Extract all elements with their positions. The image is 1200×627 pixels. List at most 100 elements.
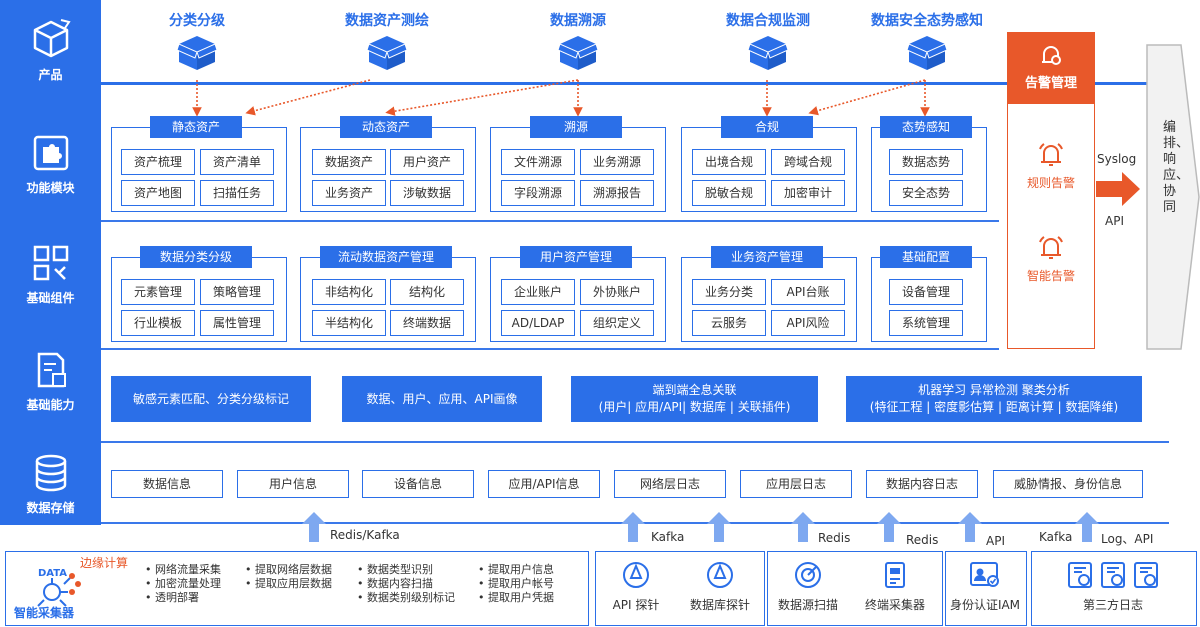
- capability-line: 敏感元素匹配、分类分级标记: [132, 391, 289, 406]
- module-item[interactable]: 脱敏合规: [692, 180, 766, 206]
- up-arrow-icon: [1075, 512, 1099, 542]
- storage-item[interactable]: 网络层日志: [614, 470, 726, 498]
- component-item[interactable]: 系统管理: [889, 310, 963, 336]
- component-item[interactable]: 组织定义: [580, 310, 654, 336]
- alarm-smart[interactable]: 智能告警: [1007, 233, 1095, 284]
- source-label: 数据库探针: [689, 598, 750, 612]
- storage-item[interactable]: 用户信息: [237, 470, 349, 498]
- module-item[interactable]: 业务资产: [312, 180, 386, 206]
- layer-sidebar: 产品 功能模块 基础组件 基础能力 数据存储: [0, 0, 101, 525]
- capability-line: 端到端全息关联: [652, 383, 737, 397]
- storage-item[interactable]: 数据内容日志: [866, 470, 978, 498]
- component-item[interactable]: 半结构化: [312, 310, 386, 336]
- module-item[interactable]: 文件溯源: [501, 149, 575, 175]
- up-arrow-icon: [302, 512, 326, 542]
- alarm-item-label: 智能告警: [1026, 269, 1075, 283]
- source-scan[interactable]: 数据源扫描: [768, 560, 848, 613]
- module-item[interactable]: 加密审计: [771, 180, 845, 206]
- storage-item[interactable]: 应用/API信息: [488, 470, 600, 498]
- layer-function: 功能模块: [0, 133, 101, 196]
- layer-product: 产品: [0, 18, 101, 83]
- collector-title: 智能采集器: [14, 606, 75, 620]
- component-title: 业务资产管理: [711, 246, 823, 268]
- component-item[interactable]: 结构化: [390, 279, 464, 305]
- component-item[interactable]: 终端数据: [390, 310, 464, 336]
- component-item[interactable]: 元素管理: [121, 279, 195, 305]
- module-item[interactable]: 资产梳理: [121, 149, 195, 175]
- capability-bar[interactable]: 端到端全息关联 (用户| 应用/API| 数据库 | 关联插件): [571, 376, 818, 422]
- module-item[interactable]: 业务溯源: [580, 149, 654, 175]
- storage-item[interactable]: 威胁情报、身份信息: [993, 470, 1143, 498]
- layer-label: 数据存储: [26, 501, 75, 515]
- source-label: API 探针: [612, 598, 660, 612]
- grid-icon: [33, 245, 68, 281]
- collector-feature: 提取用户帐号: [478, 577, 554, 591]
- storage-item[interactable]: 设备信息: [362, 470, 474, 498]
- arrow-label: Redis/Kafka: [330, 528, 400, 542]
- layer-label: 产品: [38, 68, 63, 82]
- cube-icon: [33, 19, 71, 58]
- source-third-party-log[interactable]: 第三方日志: [1031, 560, 1195, 613]
- collector-feature: 提取应用层数据: [245, 577, 332, 591]
- component-item[interactable]: 业务分类: [692, 279, 766, 305]
- alarm-header: 告警管理: [1007, 32, 1095, 104]
- product-title: 数据合规监测: [726, 13, 810, 29]
- component-item[interactable]: 属性管理: [200, 310, 274, 336]
- box-icon: [176, 36, 218, 70]
- module-item[interactable]: 安全态势: [889, 180, 963, 206]
- box-icon: [557, 36, 599, 70]
- alarm-settings-icon: [1042, 46, 1061, 65]
- module-item[interactable]: 涉敏数据: [390, 180, 464, 206]
- storage-item[interactable]: 数据信息: [111, 470, 223, 498]
- capability-subline: (特征工程 | 密度影估算 | 距离计算 | 数据降维): [869, 400, 1119, 414]
- capability-line: 机器学习 异常检测 聚类分析: [918, 383, 1070, 397]
- output-arrow-icon: [1096, 172, 1140, 206]
- module-item[interactable]: 溯源报告: [580, 180, 654, 206]
- component-item[interactable]: AD/LDAP: [501, 310, 575, 336]
- component-item[interactable]: 设备管理: [889, 279, 963, 305]
- module-item[interactable]: 资产清单: [200, 149, 274, 175]
- data-collector-icon: [37, 573, 81, 607]
- component-item[interactable]: 外协账户: [580, 279, 654, 305]
- layer-label: 基础组件: [26, 291, 75, 305]
- puzzle-icon: [33, 135, 68, 171]
- component-item[interactable]: 策略管理: [200, 279, 274, 305]
- terminal-icon: [885, 562, 905, 588]
- capability-bar[interactable]: 敏感元素匹配、分类分级标记: [111, 376, 311, 422]
- module-item[interactable]: 用户资产: [390, 149, 464, 175]
- arrow-label: Log、API: [1101, 532, 1154, 546]
- alarm-rule[interactable]: 规则告警: [1007, 140, 1095, 191]
- up-arrow-icon: [958, 512, 982, 542]
- component-title: 用户资产管理: [520, 246, 632, 268]
- component-item[interactable]: 企业账户: [501, 279, 575, 305]
- module-item[interactable]: 数据态势: [889, 149, 963, 175]
- up-arrow-icon: [621, 512, 645, 542]
- collector-col4: 提取用户信息 提取用户帐号 提取用户凭据: [478, 563, 554, 605]
- orchestration-arrow-icon: [1146, 44, 1200, 350]
- storage-item[interactable]: 应用层日志: [740, 470, 852, 498]
- component-item[interactable]: 行业模板: [121, 310, 195, 336]
- source-iam[interactable]: 身份认证IAM: [943, 560, 1027, 613]
- component-item[interactable]: 云服务: [692, 310, 766, 336]
- db-probe-icon: [707, 562, 733, 588]
- component-item[interactable]: API台账: [771, 279, 845, 305]
- source-terminal[interactable]: 终端采集器: [855, 560, 935, 613]
- component-item[interactable]: API风险: [771, 310, 845, 336]
- module-item[interactable]: 出境合规: [692, 149, 766, 175]
- source-api-probe[interactable]: API 探针: [596, 560, 676, 613]
- product-item: 数据溯源: [503, 10, 653, 78]
- capability-bar[interactable]: 数据、用户、应用、API画像: [342, 376, 542, 422]
- collector-col3: 数据类型识别 数据内容扫描 数据类别级别标记: [357, 563, 455, 605]
- collector-col1: 网络流量采集 加密流量处理 透明部署: [145, 563, 221, 605]
- component-title: 基础配置: [880, 246, 972, 268]
- module-item[interactable]: 跨域合规: [771, 149, 845, 175]
- module-item[interactable]: 数据资产: [312, 149, 386, 175]
- source-db-probe[interactable]: 数据库探针: [680, 560, 760, 613]
- source-label: 终端采集器: [864, 598, 925, 612]
- module-item[interactable]: 字段溯源: [501, 180, 575, 206]
- bell-icon: [1039, 143, 1063, 166]
- module-item[interactable]: 资产地图: [121, 180, 195, 206]
- module-item[interactable]: 扫描任务: [200, 180, 274, 206]
- component-item[interactable]: 非结构化: [312, 279, 386, 305]
- capability-bar[interactable]: 机器学习 异常检测 聚类分析 (特征工程 | 密度影估算 | 距离计算 | 数据…: [846, 376, 1142, 422]
